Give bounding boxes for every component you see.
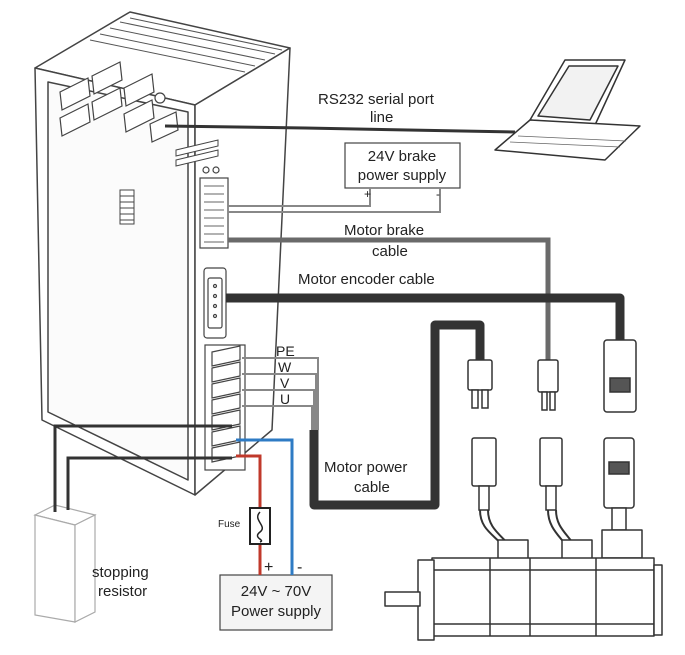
motor-power-label-line1: Motor power <box>324 459 407 476</box>
stopping-resistor <box>33 504 97 623</box>
brake-power-supply-box <box>344 142 461 189</box>
power-supply-plus: + <box>264 559 273 576</box>
power-supply-box <box>219 574 333 631</box>
terminal-v-label: V <box>280 375 290 391</box>
resistor-label-line1: stopping <box>92 564 149 581</box>
brake-ps-minus: - <box>436 187 440 201</box>
fuse-label: Fuse <box>218 519 241 530</box>
servo-drive <box>34 11 291 496</box>
motor-encoder-label: Motor encoder cable <box>298 271 435 288</box>
rs232-label-line1: RS232 serial port <box>318 91 435 108</box>
power-supply-minus: - <box>297 559 302 576</box>
brake-supply-wire-minus <box>228 188 441 213</box>
terminal-block <box>204 344 246 471</box>
rs232-cable <box>164 124 516 134</box>
io-connector <box>199 166 229 249</box>
encoder-connector <box>203 267 227 339</box>
screw-icon <box>154 92 166 104</box>
motor-brake-label-line2: cable <box>372 243 408 260</box>
resistor-wire-2 <box>66 456 232 510</box>
drive-slots <box>175 139 219 167</box>
encoder-plug-upper <box>603 339 637 413</box>
rj45-ports <box>59 61 179 143</box>
brake-ps-plus: + <box>364 187 371 201</box>
brake-ps-label-line1: 24V brake <box>368 148 436 165</box>
power-plug-lower <box>471 437 497 511</box>
terminal-pe-label: PE <box>276 343 295 359</box>
dip-switch <box>119 189 135 225</box>
terminal-w-label: W <box>278 359 292 375</box>
laptop-icon <box>494 59 641 161</box>
motor-power-cable <box>309 320 485 510</box>
rs232-label-line2: line <box>370 109 393 126</box>
motor-encoder-cable <box>226 293 625 340</box>
power-supply-label-line2: Power supply <box>231 603 322 620</box>
encoder-plug-lower <box>603 437 635 531</box>
power-supply-label-line1: 24V ~ 70V <box>241 583 311 600</box>
brake-supply-wire-plus <box>228 188 371 207</box>
power-wire-negative <box>236 438 294 575</box>
resistor-label-line2: resistor <box>98 583 147 600</box>
motor-power-label-line2: cable <box>354 479 390 496</box>
motor-brake-label-line1: Motor brake <box>344 222 424 239</box>
motor-phase-wires <box>242 357 319 430</box>
resistor-wire-1 <box>53 424 232 512</box>
servo-motor <box>384 529 663 641</box>
terminal-u-label: U <box>280 391 290 407</box>
brake-plug-upper <box>537 359 559 411</box>
brake-plug-lower <box>539 437 563 511</box>
brake-ps-label-line2: power supply <box>358 167 447 184</box>
power-plug-upper <box>467 359 493 409</box>
fuse-icon <box>249 507 271 545</box>
